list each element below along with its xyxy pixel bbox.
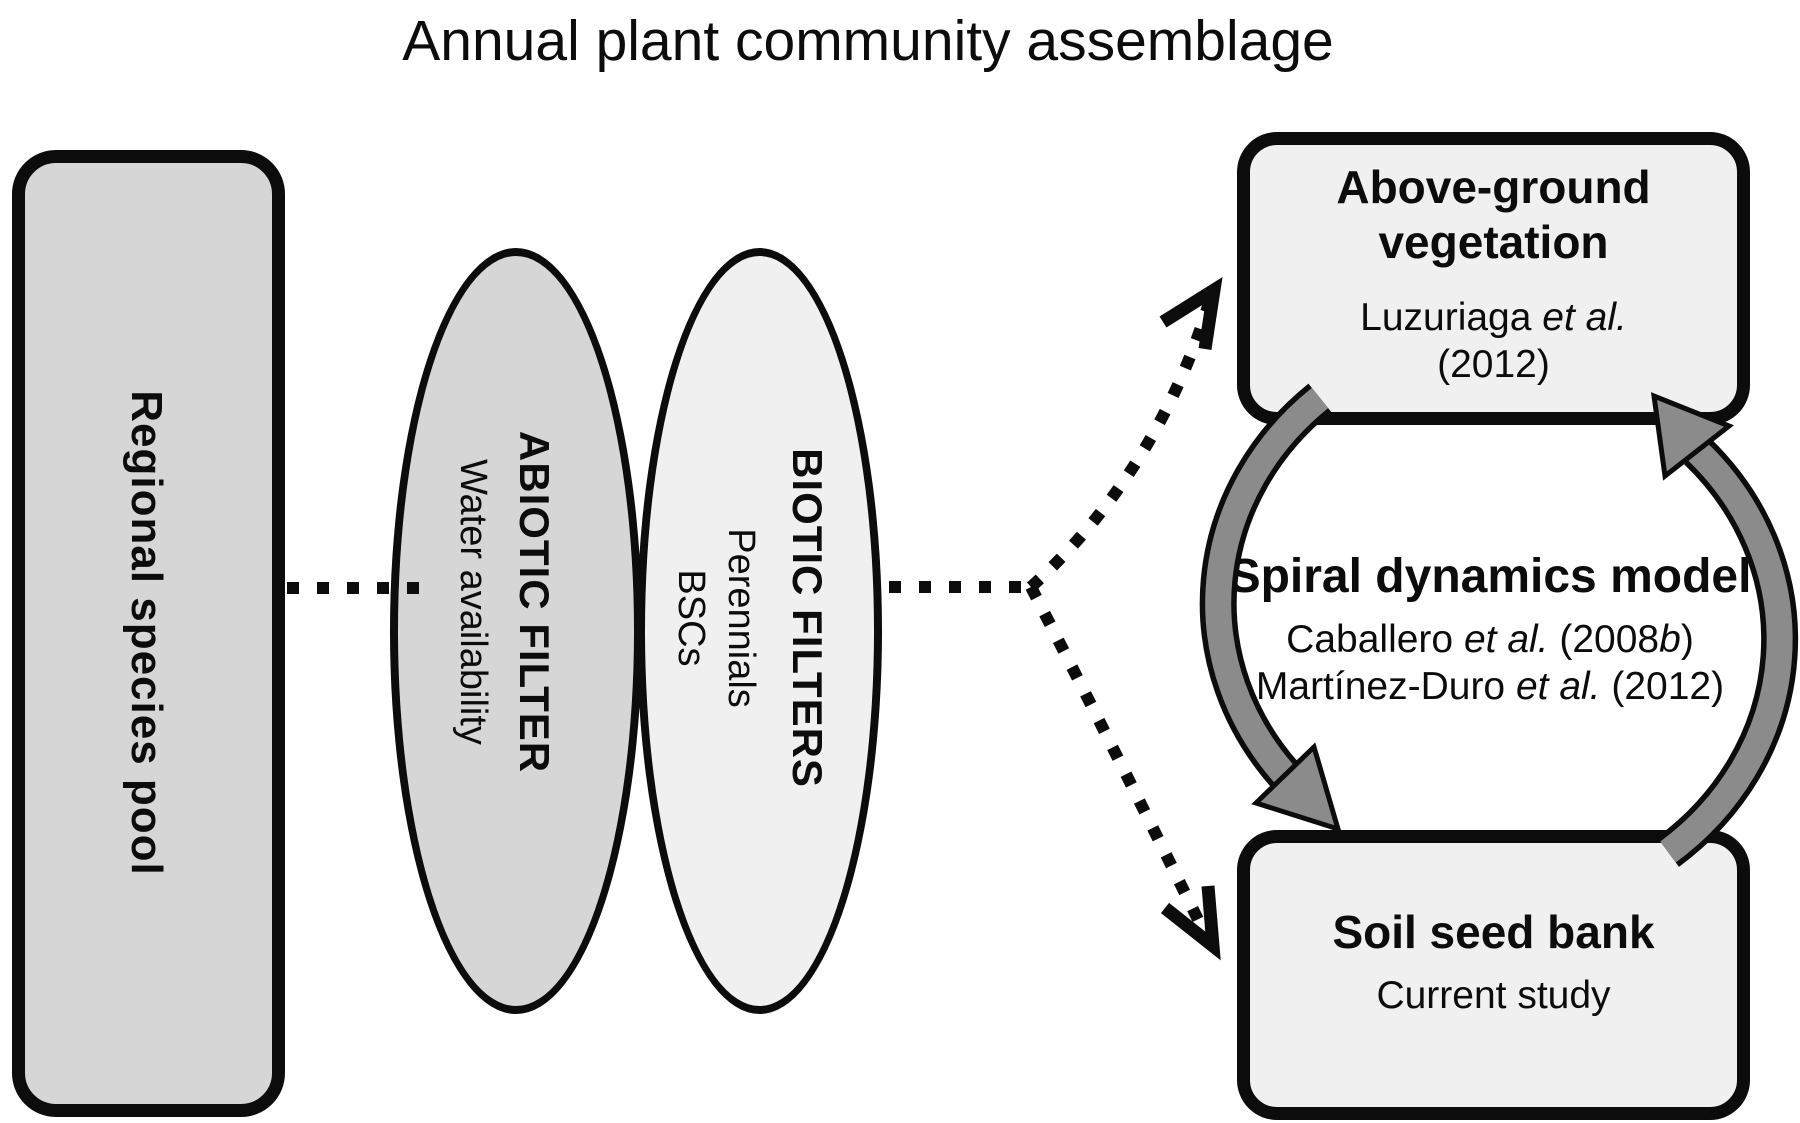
above-ground-vegetation-title: Above-ground vegetation (1237, 160, 1750, 270)
spiral-ref-line1: Caballero et al. (2008b) (1286, 618, 1694, 661)
soil-seed-bank-box (1237, 830, 1750, 1120)
above-ground-reference: Luzuriaga et al. (2012) (1237, 294, 1750, 388)
regional-species-pool-box (12, 150, 285, 1117)
abiotic-filter-heading: ABIOTIC FILTER (511, 430, 558, 774)
biotic-filters-text: BIOTIC FILTERS Perennials BSCs (666, 448, 840, 788)
above-ground-ref-line1: Luzuriaga et al. (1360, 296, 1627, 339)
cycle-arrowhead-down-icon (1251, 742, 1342, 833)
regional-species-pool-label: Regional species pool (122, 390, 171, 876)
above-ground-title-line2: vegetation (1378, 216, 1609, 268)
above-ground-title-line1: Above-ground (1336, 161, 1651, 213)
biotic-filters-sub1: Perennials (720, 528, 762, 708)
biotic-filters-sub2: BSCs (670, 569, 712, 667)
above-ground-vegetation-box (1237, 132, 1750, 425)
spiral-ref-line2: Martínez-Duro et al. (2012) (1255, 665, 1725, 708)
dashed-connector-branch-to-seed-bank (1025, 584, 1214, 943)
abiotic-filter-ellipse (390, 248, 642, 1014)
dotted-arrowhead-down-icon (1160, 885, 1221, 961)
diagram-title: Annual plant community assemblage (402, 9, 1334, 73)
soil-seed-bank-sub: Current study (1376, 974, 1611, 1017)
dashed-connector-branch-to-vegetation (1026, 291, 1218, 592)
abiotic-filter-text: ABIOTIC FILTER Water availability (448, 431, 570, 773)
dotted-arrowhead-up-icon (1159, 276, 1223, 350)
soil-seed-bank-title: Soil seed bank (1332, 906, 1655, 958)
biotic-filters-ellipse (637, 248, 882, 1014)
biotic-filters-heading: BIOTIC FILTERS (784, 448, 831, 788)
abiotic-filter-sub: Water availability (452, 459, 494, 745)
spiral-dynamics-references: Caballero et al. (2008b) Martínez-Duro e… (1256, 616, 1724, 710)
above-ground-ref-line2: (2012) (1437, 343, 1550, 386)
spiral-dynamics-model-title: Spiral dynamics model (1228, 550, 1752, 603)
